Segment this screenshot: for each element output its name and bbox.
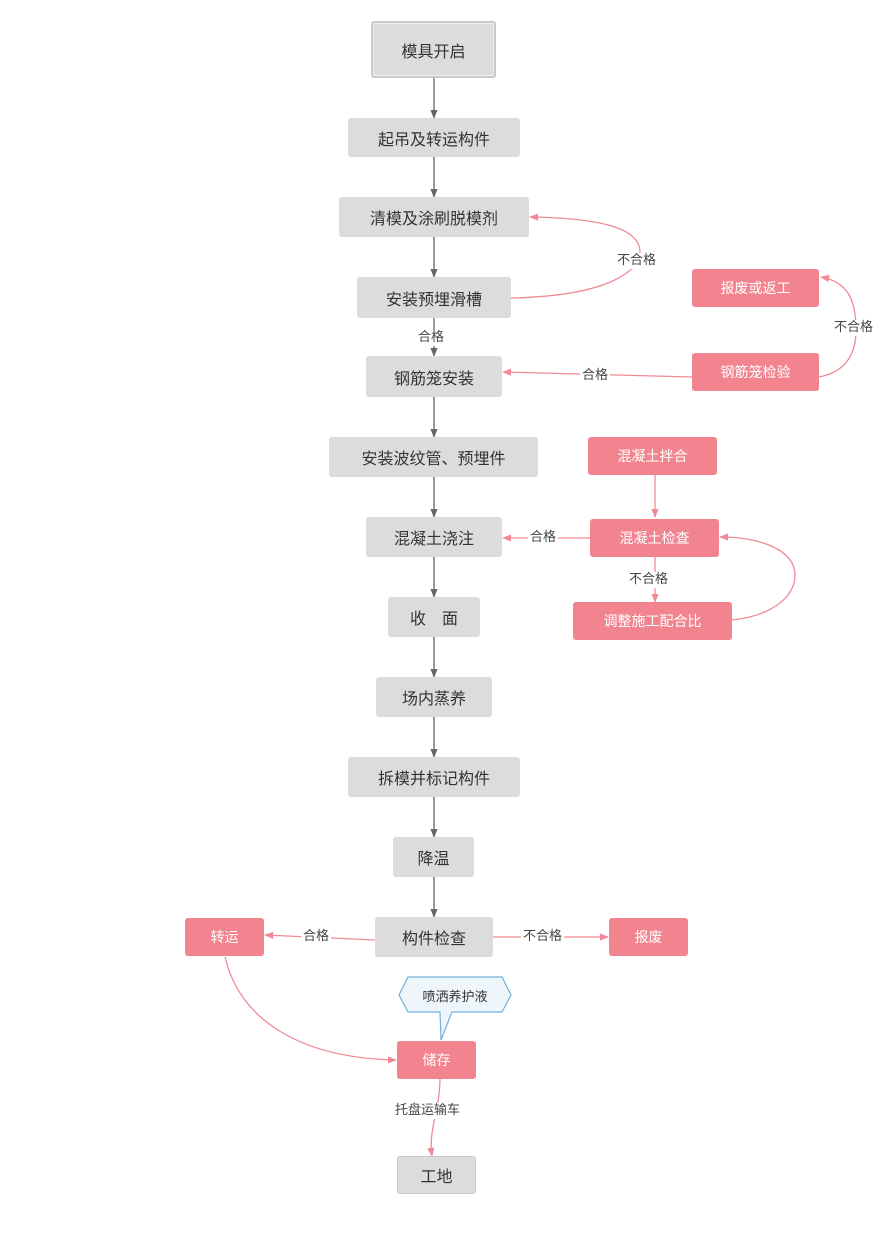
label-pallet-truck: 托盘运输车 bbox=[393, 1103, 463, 1119]
node-scrap: 报废 bbox=[609, 918, 688, 956]
label-pass-component: 合格 bbox=[301, 929, 332, 945]
node-scrap-or-rework: 报废或返工 bbox=[692, 269, 819, 307]
node-lift-transport: 起吊及转运构件 bbox=[348, 118, 520, 157]
node-transfer: 转运 bbox=[185, 918, 264, 956]
label-fail-groove: 不合格 bbox=[615, 253, 659, 269]
node-inspect-component: 构件检查 bbox=[375, 917, 493, 957]
node-install-groove: 安装预埋滑槽 bbox=[357, 277, 511, 318]
spray-callout-shape bbox=[398, 976, 512, 1041]
label-pass-concrete: 合格 bbox=[528, 530, 559, 546]
arrow-storage-to-site bbox=[427, 1077, 441, 1157]
node-bellows: 安装波纹管、预埋件 bbox=[329, 437, 538, 477]
node-cool-down: 降温 bbox=[393, 837, 474, 877]
label-pass-cage-inspect: 合格 bbox=[580, 368, 611, 384]
label-pass-groove: 合格 bbox=[416, 330, 447, 346]
label-fail-component: 不合格 bbox=[521, 929, 565, 945]
label-fail-cage-inspect: 不合格 bbox=[832, 320, 876, 336]
node-concrete-mix: 混凝土拌合 bbox=[588, 437, 717, 475]
node-steam-cure: 场内蒸养 bbox=[376, 677, 492, 717]
node-pour: 混凝土浇注 bbox=[366, 517, 502, 557]
node-site: 工地 bbox=[397, 1156, 476, 1194]
arrow-adjust-to-inspect bbox=[719, 533, 796, 621]
node-mold-open: 模具开启 bbox=[371, 21, 496, 78]
arrow-fail-groove-to-clean bbox=[510, 213, 641, 299]
node-adjust-ratio: 调整施工配合比 bbox=[573, 602, 732, 640]
arrow-transfer-to-storage bbox=[224, 956, 397, 1064]
label-fail-concrete: 不合格 bbox=[627, 572, 671, 588]
node-cage-inspect: 钢筋笼检验 bbox=[692, 353, 819, 391]
node-cage-install: 钢筋笼安装 bbox=[366, 356, 502, 397]
spray-callout-text: 喷洒养护液 bbox=[422, 989, 488, 1005]
node-finish-surface: 收 面 bbox=[388, 597, 480, 637]
node-storage: 储存 bbox=[397, 1041, 476, 1079]
node-concrete-inspect: 混凝土检查 bbox=[590, 519, 719, 557]
node-demold-mark: 拆模并标记构件 bbox=[348, 757, 520, 797]
node-clean-mold: 清模及涂刷脱模剂 bbox=[339, 197, 529, 237]
